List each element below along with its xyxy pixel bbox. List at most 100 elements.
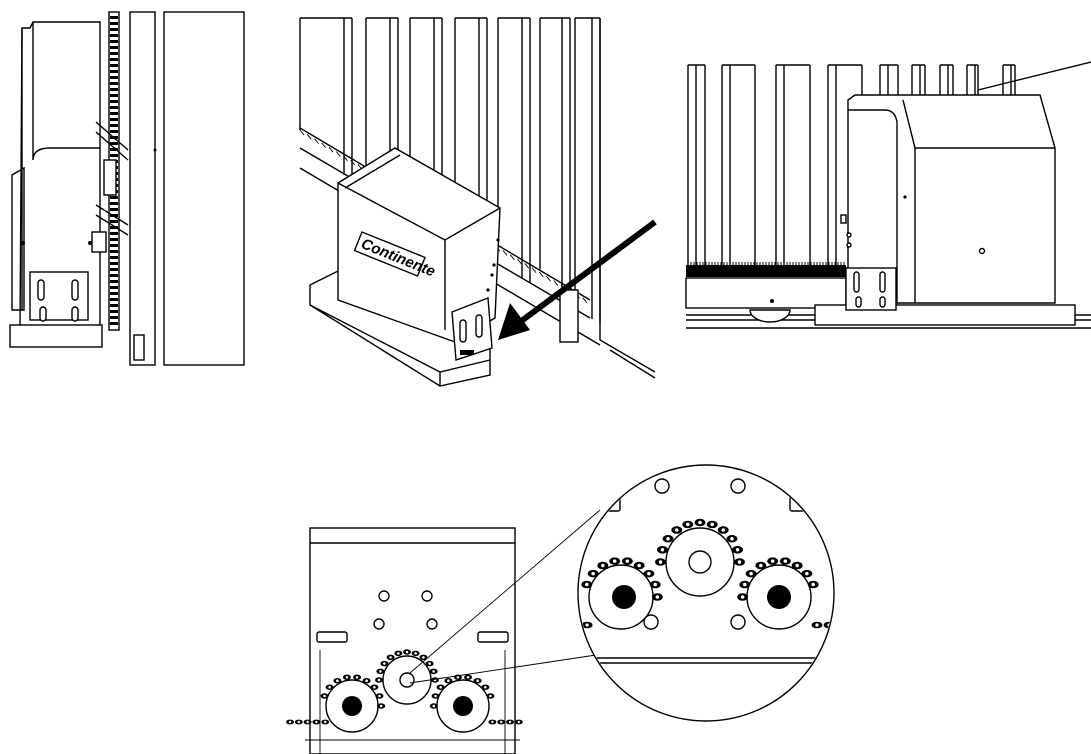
limit-slot [589, 496, 621, 512]
rack-tooth [110, 130, 118, 133]
chain-pin [675, 528, 679, 532]
rack-tooth [110, 262, 118, 265]
chain-pin [500, 720, 503, 724]
gate-panel [163, 11, 245, 366]
base-plate [9, 324, 103, 348]
rack-tooth [110, 232, 118, 235]
front-view [685, 61, 1091, 329]
chain-pin [378, 694, 381, 698]
housing-cover-line [32, 22, 100, 161]
chain-pin [297, 720, 300, 724]
callout-line [409, 509, 601, 674]
rack-tooth [110, 256, 118, 259]
rack-tooth [110, 52, 118, 55]
chain-pin [730, 537, 734, 541]
magnified-detail-circle [409, 464, 835, 722]
rack-tooth [110, 16, 118, 19]
chain-pin [447, 679, 450, 682]
chain-pin [389, 656, 392, 659]
rack-tooth [538, 271, 544, 278]
chain-pin [328, 685, 331, 689]
slot-hole [459, 319, 467, 343]
rack-tooth [110, 112, 118, 115]
chain-pin [373, 685, 376, 689]
chain-pin [647, 571, 651, 576]
rack-tooth [524, 263, 530, 269]
rack-tooth [343, 155, 348, 162]
gate-slats [299, 17, 656, 373]
chain-pin [288, 720, 292, 724]
chain-pin [476, 679, 479, 682]
gate-top-line [977, 61, 1091, 91]
roller-hub [342, 696, 362, 716]
rack-tooth [110, 322, 118, 325]
mount-hole [373, 618, 385, 630]
chain-pin [686, 522, 690, 527]
rack-tooth [531, 267, 537, 273]
mount-hole [643, 614, 659, 630]
rack-tooth [582, 297, 588, 303]
chain-pin [585, 582, 589, 587]
drive-chain [286, 649, 523, 725]
chain-pin [324, 720, 327, 724]
stopper-block [559, 289, 579, 343]
gate-slat [365, 17, 399, 207]
slot-hole [475, 314, 483, 338]
sprocket-hub [399, 672, 415, 688]
rack-tooth [110, 58, 118, 61]
chain-pin [377, 678, 381, 682]
chain-pin [508, 720, 512, 724]
rack-tooth [110, 202, 118, 205]
slot-hole [71, 306, 79, 322]
rack-tooth [110, 100, 118, 103]
rack-tooth [110, 118, 118, 121]
rack-tooth [110, 244, 118, 247]
slot-hole [879, 296, 886, 308]
chain-pin [737, 560, 742, 564]
chain-pin [397, 652, 400, 655]
chain-pin [517, 720, 520, 724]
chain-pin [637, 563, 641, 568]
mount-hole [730, 614, 746, 630]
gate-slat [497, 17, 531, 284]
rack-tooth [502, 250, 508, 256]
chain-pin [655, 595, 660, 599]
chain-pin [306, 720, 309, 724]
screw [903, 195, 907, 199]
mount-hole [730, 478, 746, 494]
mount-hole [426, 618, 438, 630]
chain-pin [740, 595, 745, 599]
chain-pin [698, 520, 702, 525]
gate-slat [299, 17, 353, 181]
rack-tooth [110, 292, 118, 295]
chain-pin [405, 650, 409, 654]
screw [153, 148, 157, 152]
rack-tooth [110, 286, 118, 289]
chain-pin [355, 675, 359, 679]
chain-pin [315, 720, 318, 724]
screw [978, 247, 986, 255]
rack-tooth [110, 208, 118, 211]
brush-strip [686, 265, 846, 277]
brush-bristles [687, 262, 845, 268]
mount-hole [378, 590, 390, 602]
chain-pin [666, 537, 670, 541]
wheel-post [133, 334, 145, 361]
chain-pin [612, 559, 617, 563]
chain-pin [383, 662, 386, 665]
housing-top-edge [344, 154, 401, 189]
roller-hub [453, 696, 473, 716]
rack-tooth [110, 196, 118, 199]
chain-pin [414, 652, 417, 655]
rack-tooth [509, 254, 515, 260]
roller-hub [767, 585, 791, 609]
rack-tooth [110, 274, 118, 277]
chain-pin [434, 694, 437, 698]
rack-tooth [299, 129, 305, 136]
rack-tooth [110, 70, 118, 73]
chain-pin [660, 548, 665, 552]
bottom-detail-view [286, 527, 523, 754]
rack-tooth [110, 148, 118, 151]
latch [840, 214, 847, 224]
rack-tooth [335, 151, 341, 157]
